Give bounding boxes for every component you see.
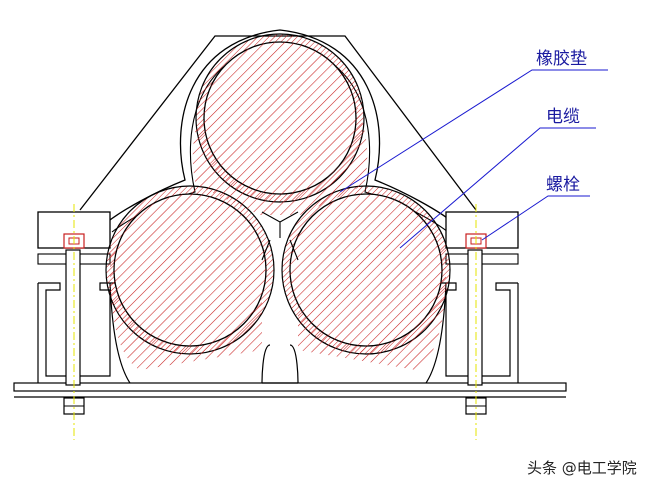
cable-top: [203, 41, 357, 195]
clamp-base: [13, 282, 567, 398]
label-cable: 电缆: [546, 107, 580, 127]
cable-left: [113, 193, 267, 347]
watermark-text: 头条 @电工学院: [527, 459, 637, 477]
leader-lines: [339, 69, 608, 249]
label-rubber-pad: 橡胶垫: [536, 49, 587, 69]
center-notch: [261, 211, 299, 261]
cable-right: [289, 193, 443, 347]
left-bolt: [63, 204, 85, 440]
right-bolt: [465, 204, 487, 440]
label-bolt: 螺栓: [546, 175, 580, 195]
